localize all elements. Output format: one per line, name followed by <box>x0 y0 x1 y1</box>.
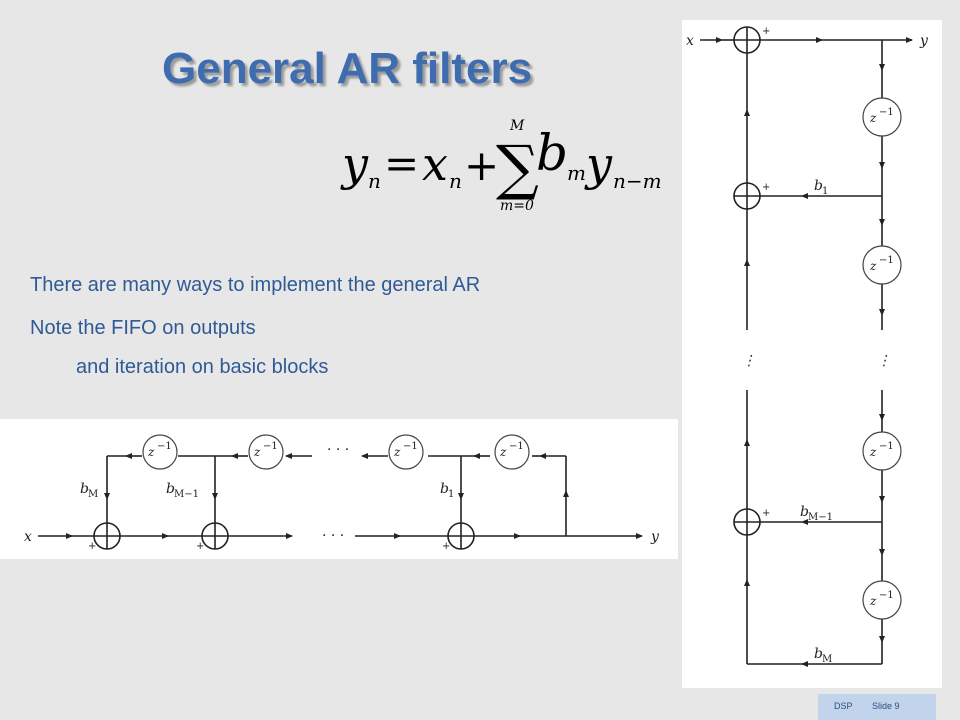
eq-b: b <box>536 124 568 182</box>
plus-sign: + <box>762 182 770 193</box>
eq-lhs-sub: n <box>368 169 381 193</box>
ellipsis-top: · · · <box>327 442 349 458</box>
output-label-y: y <box>650 529 660 545</box>
coef-bM-1-label: b <box>166 481 175 497</box>
eq-sum-upper: M <box>509 118 525 134</box>
horizontal-ar-diagram: z −1 z −1 z −1 z −1 x y b M b M−1 b 1 · … <box>0 419 678 559</box>
delay-exp: −1 <box>879 441 894 452</box>
delay-z: z <box>869 111 877 125</box>
delay-z: z <box>393 445 401 459</box>
delay-z: z <box>869 445 877 459</box>
eq-y: y <box>584 137 613 191</box>
delay-z: z <box>869 594 877 608</box>
plus-sign: + <box>442 541 450 552</box>
eq-y-sub: n−m <box>613 169 662 193</box>
plus-sign: + <box>762 508 770 519</box>
coef-bM-label: b <box>814 646 823 662</box>
eq-sum-lower: m=0 <box>500 198 534 214</box>
delay-exp: −1 <box>509 441 524 452</box>
delay-exp: −1 <box>263 441 278 452</box>
delay-circle <box>388 434 424 470</box>
footer-slide-number: Slide 9 <box>872 701 900 711</box>
delay-exp: −1 <box>157 441 172 452</box>
eq-sum-sign: ∑ <box>496 133 539 203</box>
horizontal-ar-svg: z −1 z −1 z −1 z −1 x y b M b M−1 b 1 · … <box>24 434 660 552</box>
delay-z: z <box>253 445 261 459</box>
delay-z: z <box>147 445 155 459</box>
delay-exp: −1 <box>879 107 894 118</box>
coef-b1-sub: 1 <box>448 489 454 500</box>
vdots-left: ⋮ <box>742 353 756 369</box>
coef-bM-sub: M <box>822 654 832 665</box>
delay-exp: −1 <box>403 441 418 452</box>
eq-x: x <box>422 137 448 191</box>
ar-difference-equation: y n = x n + ∑ M m=0 b m y n−m <box>340 118 662 214</box>
delay-circle <box>142 434 178 470</box>
vertical-ar-diagram: z −1 z −1 z −1 z −1 x y b 1 b M−1 b M ⋮ … <box>682 20 942 688</box>
input-label-x: x <box>24 529 32 545</box>
plus-sign: + <box>88 541 96 552</box>
plus-sign: + <box>196 541 204 552</box>
delay-exp: −1 <box>879 590 894 601</box>
slide-footer: DSP Slide 9 <box>818 694 936 720</box>
ellipsis-bottom: · · · <box>322 528 344 544</box>
coef-bM-1-sub: M−1 <box>174 489 199 500</box>
delay-circle <box>862 97 902 137</box>
delay-z: z <box>869 259 877 273</box>
delay-circle <box>494 434 530 470</box>
vdots-right: ⋮ <box>877 353 891 369</box>
slide-title: General AR filters <box>162 44 533 93</box>
eq-plus: + <box>464 141 499 190</box>
bullet-fifo-outputs: Note the FIFO on outputs <box>30 317 256 339</box>
eq-lhs-y: y <box>340 137 369 191</box>
eq-x-sub: n <box>449 169 462 193</box>
coef-bM-label: b <box>80 481 89 497</box>
vertical-ar-svg: z −1 z −1 z −1 z −1 x y b 1 b M−1 b M ⋮ … <box>686 26 929 667</box>
delay-circle <box>248 434 284 470</box>
output-label-y: y <box>919 33 929 49</box>
delay-circle <box>862 245 902 285</box>
bullet-iteration-blocks: and iteration on basic blocks <box>76 356 329 378</box>
delay-circle <box>862 431 902 471</box>
coef-b1-label: b <box>814 178 823 194</box>
coef-b1-sub: 1 <box>822 186 828 197</box>
coef-bM-1-sub: M−1 <box>808 512 833 523</box>
plus-sign: + <box>762 26 770 37</box>
bullet-many-ways: There are many ways to implement the gen… <box>30 274 481 296</box>
eq-b-sub: m <box>567 161 586 185</box>
coef-bM-1-label: b <box>800 504 809 520</box>
delay-z: z <box>499 445 507 459</box>
delay-circle <box>862 580 902 620</box>
input-label-x: x <box>686 33 694 49</box>
coef-bM-sub: M <box>88 489 98 500</box>
footer-course-label: DSP <box>834 701 853 711</box>
eq-equals: = <box>384 139 419 188</box>
coef-b1-label: b <box>440 481 449 497</box>
delay-exp: −1 <box>879 255 894 266</box>
